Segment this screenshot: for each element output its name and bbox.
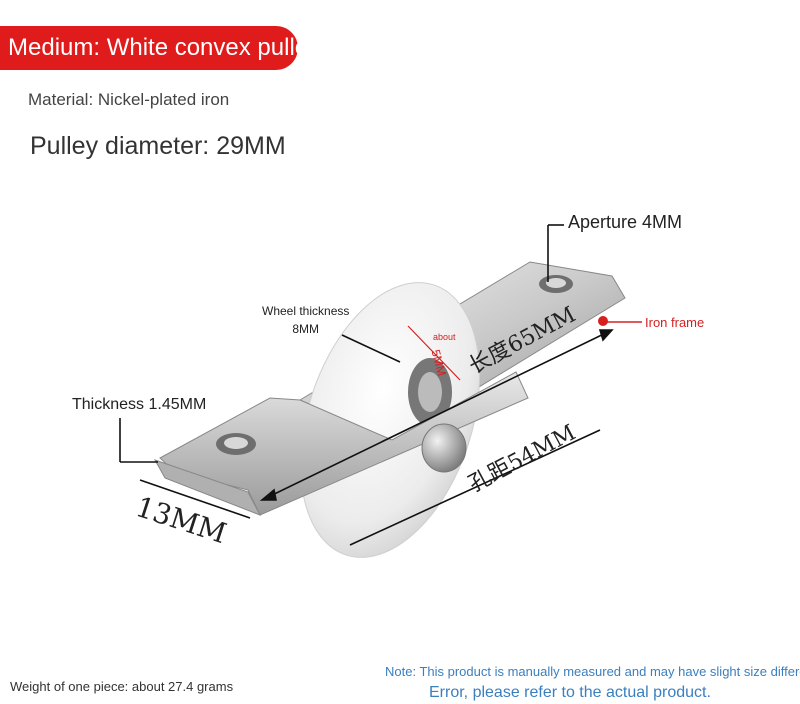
pulley-diameter-text: Pulley diameter: 29MM <box>30 132 286 160</box>
wheel-thickness-title: Wheel thickness <box>262 304 350 318</box>
weight-text: Weight of one piece: about 27.4 grams <box>10 679 234 694</box>
wheel-thickness-label: Wheel thickness 8MM <box>262 302 349 338</box>
about-marker-line <box>407 325 461 381</box>
thickness-label: Thickness 1.45MM <box>72 396 207 413</box>
bracket-front <box>153 371 529 516</box>
iron-frame-label: Iron frame <box>645 315 705 330</box>
banner-title: Medium: White convex pulley <box>0 26 320 70</box>
dimension-lines <box>119 224 642 546</box>
aperture-label: Aperture 4MM <box>568 212 683 232</box>
material-text: Material: Nickel-plated iron <box>28 90 230 109</box>
note-line-1: Note: This product is manually measured … <box>385 664 800 679</box>
iron-frame-marker <box>598 316 608 326</box>
about-label: about <box>433 332 456 342</box>
note-line-2: Error, please refer to the actual produc… <box>429 684 711 701</box>
wheel-thickness-value: 8MM <box>292 322 320 336</box>
white-wheel <box>300 282 480 558</box>
